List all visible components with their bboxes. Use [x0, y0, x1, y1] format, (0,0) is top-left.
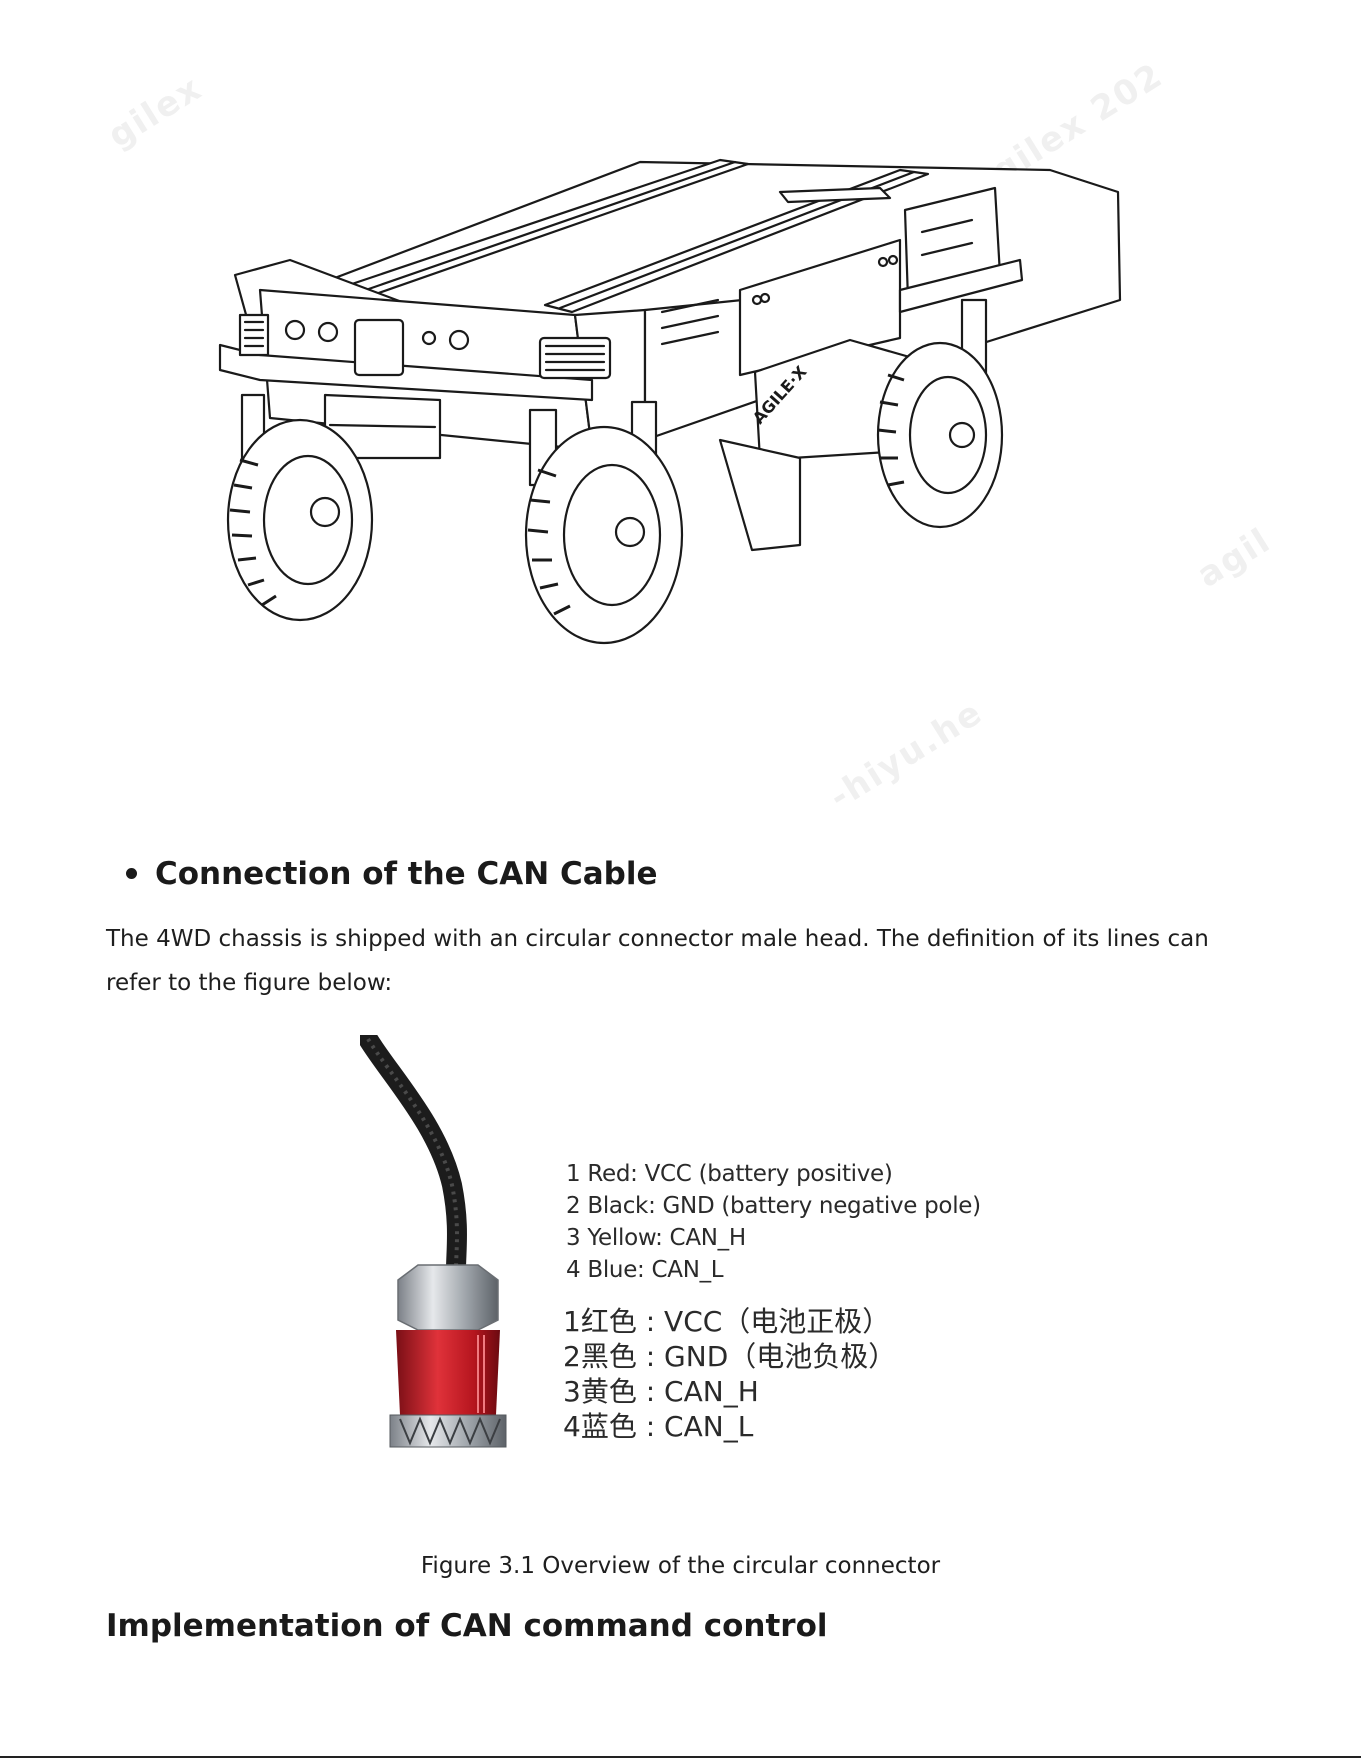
circular-connector-photo — [360, 1035, 507, 1448]
robot-chassis-figure: AGILE·X — [218, 158, 1122, 645]
definition-line: 4蓝色 : CAN_L — [563, 1410, 754, 1443]
footer-divider — [0, 1756, 1361, 1758]
definition-line: 3黄色 : CAN_H — [563, 1375, 759, 1408]
figure-caption: Figure 3.1 Overview of the circular conn… — [420, 1553, 941, 1579]
definition-line: 3 Yellow: CAN_H — [566, 1225, 746, 1251]
section-paragraph: The 4WD chassis is shipped with an circu… — [106, 926, 1209, 996]
definition-line: 1 Red: VCC (battery positive) — [566, 1161, 893, 1187]
definition-line: 1红色 : VCC（电池正极） — [563, 1305, 891, 1338]
definition-line: 4 Blue: CAN_L — [566, 1257, 724, 1283]
watermark: gilex — [101, 67, 210, 157]
definition-line: 2黑色 : GND（电池负极） — [563, 1340, 897, 1373]
bullet-icon — [126, 868, 137, 879]
pin-definitions-cn: 1红色 : VCC（电池正极） 2黑色 : GND（电池负极） 3黄色 : CA… — [563, 1304, 896, 1444]
next-section-heading: Implementation of CAN command control — [106, 1608, 828, 1644]
watermark: agil — [1190, 520, 1279, 596]
pin-definitions-en: 1 Red: VCC (battery positive) 2 Black: G… — [566, 1158, 981, 1286]
definition-line: 2 Black: GND (battery negative pole) — [566, 1193, 981, 1219]
section-heading: Connection of the CAN Cable — [155, 856, 658, 892]
